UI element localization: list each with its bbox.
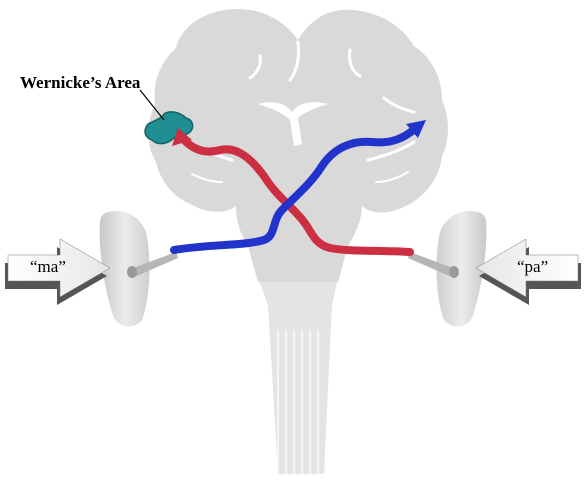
left-ear-pathway xyxy=(170,120,426,254)
right-ear xyxy=(408,210,487,327)
left-sound-arrow xyxy=(5,238,111,305)
left-sound-label: “ma” xyxy=(30,257,66,276)
right-sound-arrow xyxy=(475,238,581,305)
wernicke-leader-line xyxy=(139,89,165,121)
wernicke-area-label: Wernicke’s Area xyxy=(20,73,141,92)
brain xyxy=(148,9,448,282)
right-sound-label: “pa” xyxy=(517,257,549,276)
brainstem xyxy=(258,278,338,474)
left-ear xyxy=(99,210,178,327)
